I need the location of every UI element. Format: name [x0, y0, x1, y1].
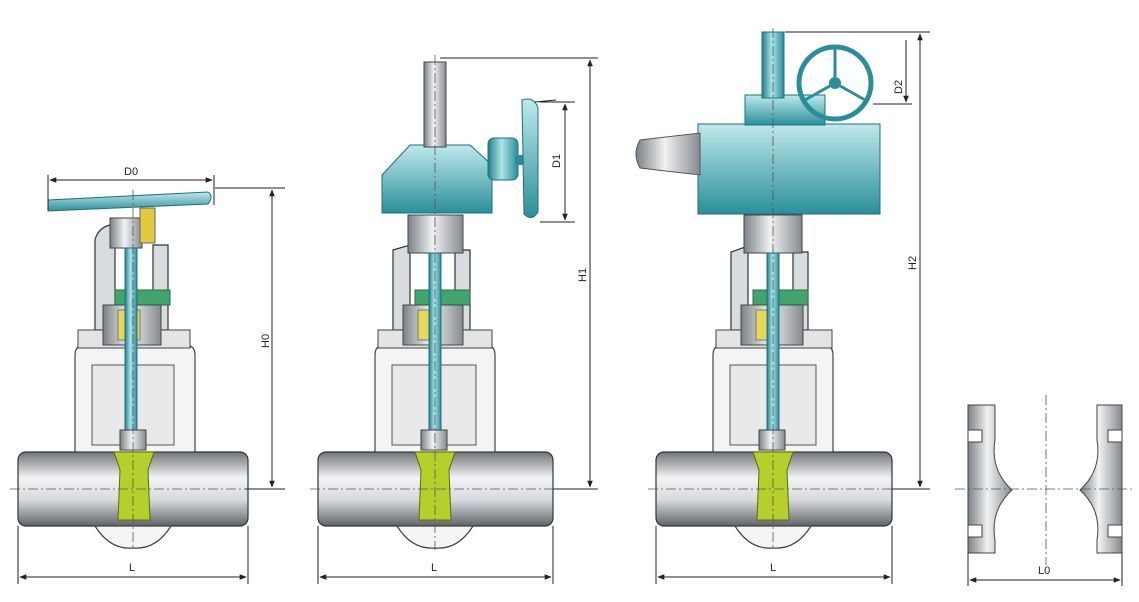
label-d0: D0: [124, 166, 138, 178]
label-l-b: L: [431, 562, 437, 574]
valve-handwheel: D0 H0 L: [10, 166, 285, 584]
flanged-ends-detail: L0: [955, 395, 1135, 586]
handwheel-a: [47, 191, 212, 212]
handwheel-b: [521, 98, 539, 218]
gate-b: [414, 451, 456, 521]
handwheel-c: [796, 44, 874, 122]
gate-a: [113, 451, 155, 521]
label-h2: H2: [907, 256, 919, 270]
label-l0: L0: [1038, 565, 1050, 577]
label-d2: D2: [893, 80, 905, 94]
label-l-a: L: [129, 562, 135, 574]
label-l-c: L: [770, 562, 776, 574]
valve-electric-actuator: D2 H2 L: [635, 28, 930, 584]
stem-a: [124, 247, 138, 444]
gearbox-b: [381, 144, 493, 214]
actuator-c: [697, 123, 881, 215]
label-d1: D1: [551, 154, 563, 168]
valve-gear-operated: D1 H1 L: [310, 55, 598, 584]
label-h0: H0: [260, 334, 272, 348]
label-h1: H1: [577, 268, 589, 282]
